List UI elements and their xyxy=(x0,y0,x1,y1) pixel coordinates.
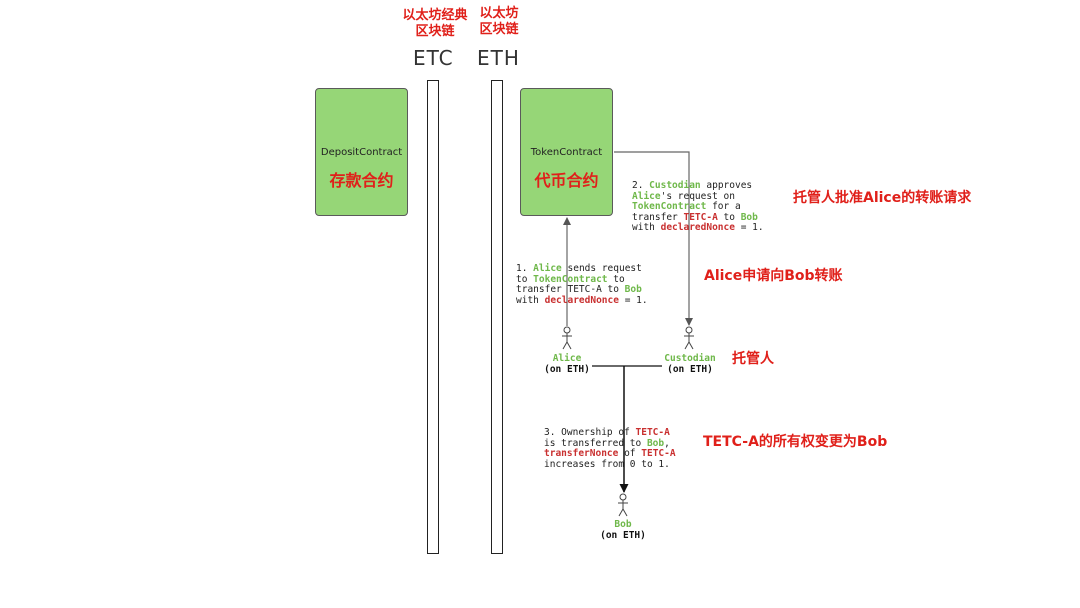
deposit-contract-box: DepositContract 存款合约 xyxy=(315,88,408,216)
bob-actor-label: Bob (on ETH) xyxy=(583,519,663,541)
eth-cn-line2: 区块链 xyxy=(479,22,519,37)
alice-figure xyxy=(562,326,572,350)
annotation-approve: 托管人批准Alice的转账请求 xyxy=(793,190,972,206)
token-contract-cn: 代币合约 xyxy=(534,171,599,190)
token-contract-box: TokenContract 代币合约 xyxy=(520,88,613,216)
etc-cn-line1: 以太坊经典 xyxy=(402,8,468,23)
bob-sub: (on ETH) xyxy=(600,530,646,541)
annotation-custodian: 托管人 xyxy=(732,351,774,367)
custodian-figure xyxy=(684,326,694,350)
alice-sub: (on ETH) xyxy=(544,364,590,375)
etc-cn-line2: 区块链 xyxy=(415,24,455,39)
etc-chain-label: ETC xyxy=(413,46,454,70)
deposit-contract-cn: 存款合约 xyxy=(329,171,394,190)
eth-chain-lifeline xyxy=(491,80,503,554)
annotation-request: Alice申请向Bob转账 xyxy=(704,268,843,284)
step2-note: 2. Custodian approves Alice's request on… xyxy=(632,180,764,233)
custodian-actor-label: Custodian (on ETH) xyxy=(650,353,730,375)
eth-cn-line1: 以太坊 xyxy=(479,6,519,21)
step1-note: 1. Alice sends request to TokenContract … xyxy=(516,263,648,306)
token-contract-name: TokenContract xyxy=(530,147,603,158)
token-to-custodian-arrow xyxy=(614,151,693,326)
annotation-ownership: TETC-A的所有权变更为Bob xyxy=(703,434,888,450)
eth-chain-cn-label: 以太坊 区块链 xyxy=(454,6,544,38)
eth-chain-label: ETH xyxy=(477,46,520,70)
deposit-contract-name: DepositContract xyxy=(320,147,403,158)
custodian-name: Custodian xyxy=(664,353,716,364)
custodian-sub: (on ETH) xyxy=(667,364,713,375)
alice-actor-label: Alice (on ETH) xyxy=(527,353,607,375)
bob-figure xyxy=(618,493,628,517)
bob-name: Bob xyxy=(614,519,632,530)
etc-chain-lifeline xyxy=(427,80,439,554)
alice-name: Alice xyxy=(552,353,582,364)
etc-chain-cn-label: 以太坊经典 区块链 xyxy=(390,8,480,40)
step3-note: 3. Ownership of TETC-A is transferred to… xyxy=(544,427,676,470)
